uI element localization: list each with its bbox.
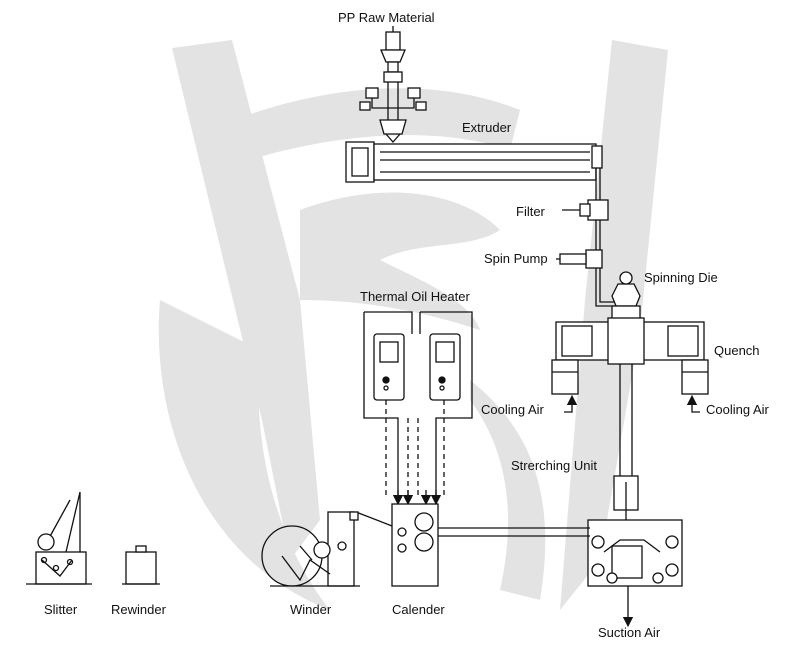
extruder-label: Extruder [462, 120, 512, 135]
calender [391, 503, 439, 587]
spinning-die-label: Spinning Die [644, 270, 718, 285]
raw-material-label: PP Raw Material [338, 10, 435, 25]
slitter-label: Slitter [44, 602, 78, 617]
rewinder-label: Rewinder [111, 602, 166, 617]
filter [562, 199, 609, 221]
spinning-die [611, 271, 641, 321]
heater-right [429, 333, 461, 401]
quench [551, 317, 709, 395]
web-transfer-line [438, 527, 590, 537]
suction-air-label: Suction Air [598, 625, 661, 640]
slitter [26, 491, 92, 585]
melt-pipe-3 [595, 268, 614, 307]
web-forming-unit [587, 519, 683, 587]
heater-left [373, 333, 405, 401]
thermal-oil-heater-frame [363, 311, 473, 498]
cooling-air-left-label: Cooling Air [481, 402, 544, 417]
winder [261, 511, 360, 587]
cooling-air-left-arrow [564, 394, 578, 413]
filter-label: Filter [516, 204, 545, 219]
calender-label: Calender [392, 602, 445, 617]
melt-pipe-2 [595, 220, 601, 250]
cooling-air-right-label: Cooling Air [706, 402, 769, 417]
thermal-oil-heater-label: Thermal Oil Heater [360, 289, 470, 304]
filament-curtain [619, 364, 633, 476]
extruder [345, 141, 603, 183]
melt-pipe [595, 168, 601, 200]
web-to-winder-line [355, 511, 393, 527]
stretching-unit-label: Strerching Unit [511, 458, 597, 473]
oil-line-arrows [392, 490, 442, 506]
spin-pump-label: Spin Pump [484, 251, 548, 266]
hopper [359, 26, 427, 143]
oil-lines [385, 400, 445, 496]
spin-pump [556, 249, 603, 269]
rewinder [122, 545, 160, 585]
quench-label: Quench [714, 343, 760, 358]
cooling-air-right-arrow [686, 394, 700, 413]
winder-label: Winder [290, 602, 332, 617]
